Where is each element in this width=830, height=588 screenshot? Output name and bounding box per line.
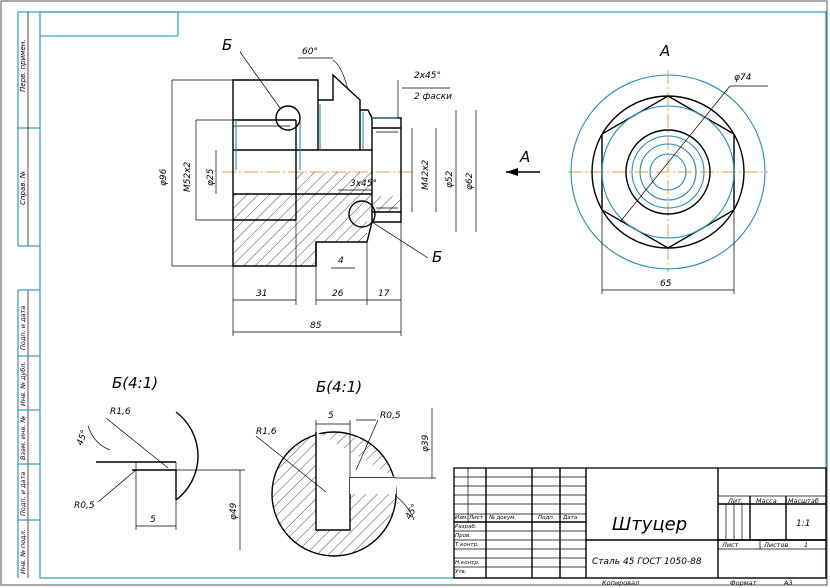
tb-format-value: A3 <box>783 579 793 587</box>
tb-copied: Копировал <box>602 579 639 587</box>
strip-label-repl-inv: Взам. инв. № <box>19 416 27 460</box>
dim-thread-m52: M52x2 <box>183 161 193 192</box>
view-arrow-icon <box>506 168 518 176</box>
strip-label-sign-date-2: Подп. и дата <box>19 472 27 516</box>
tb-col-lit: Лит. <box>727 497 743 505</box>
detail-2-angle: 45° <box>404 503 421 522</box>
detail-view-1: Б(4:1) 5 R1,6 45° R0,5 φ49 <box>74 374 245 550</box>
detail-mark-circle-lower <box>348 200 376 228</box>
tb-col-sign: Подп. <box>538 515 555 521</box>
detail-2-r16: R1,6 <box>256 427 277 437</box>
left-strip: Перв. примен. Справ. № Подп. и дата Инв.… <box>17 11 40 578</box>
end-view-label: А <box>659 42 670 60</box>
tb-sheets-label: Листов <box>763 541 788 549</box>
tb-part-name: Штуцер <box>612 514 687 535</box>
dim-len-85: 85 <box>310 321 322 331</box>
detail-1-dia-49: φ49 <box>229 502 239 520</box>
strip-label-ref-no: Справ. № <box>19 171 27 205</box>
detail-1-r05: R0,5 <box>74 501 95 511</box>
detail-2-r05: R0,5 <box>380 411 401 421</box>
dim-len-26: 26 <box>332 289 344 299</box>
detail-2-title: Б(4:1) <box>316 378 362 396</box>
strip-label-first-use: Перв. примен. <box>19 39 27 92</box>
tb-col-sheet: Лист <box>468 515 484 521</box>
tb-staff-tcontr: Т.контр. <box>455 542 479 548</box>
dim-dia-74: φ74 <box>734 73 752 83</box>
detail-1-r16: R1,6 <box>110 407 131 417</box>
detail-view-2: Б(4:1) 5 R0,5 R1,6 φ39 45° <box>255 378 436 557</box>
dim-chamfer-2: 3x45° <box>350 179 377 189</box>
strip-label-sign-date-1: Подп. и дата <box>19 306 27 350</box>
tb-staff-dev: Разраб. <box>455 524 477 530</box>
end-view: А φ74 65 <box>568 42 768 294</box>
dim-chamfer-note: 2 фаски <box>414 92 452 102</box>
detail-mark-label-lower: Б <box>432 248 442 266</box>
dim-chamfer-1: 2x45° <box>414 71 441 81</box>
detail-1-len-5: 5 <box>150 515 156 525</box>
tb-sheet-label: Лист <box>721 541 739 549</box>
outer-circle <box>570 74 766 270</box>
tb-staff-ncontr: Н.контр. <box>455 560 480 566</box>
tb-col-date: Дата <box>562 515 578 521</box>
detail-mark-circle-upper <box>275 105 301 131</box>
hexagon-outline <box>601 95 735 249</box>
detail-2-dia-39: φ39 <box>421 434 431 452</box>
detail-1-angle: 45° <box>75 429 90 447</box>
tb-material: Сталь 45 ГОСТ 1050-88 <box>592 557 702 567</box>
dim-chamfer-angle: 60° <box>302 47 318 57</box>
tb-sheets-value: 1 <box>804 541 808 549</box>
dim-dia-62: φ62 <box>465 172 475 190</box>
tb-col-scale: Масштаб <box>788 497 819 505</box>
tb-col-doc: № докум. <box>488 515 516 521</box>
strip-label-dup-inv: Инв. № дубл. <box>19 362 27 406</box>
detail-2-len-5: 5 <box>328 411 334 421</box>
tb-staff-check: Пров. <box>455 533 471 539</box>
tb-staff-approve: Утв. <box>455 569 467 575</box>
strip-label-orig-inv: Инв. № подл. <box>19 529 27 574</box>
dim-len-4: 4 <box>338 256 344 266</box>
tb-scale-value: 1:1 <box>796 519 810 529</box>
tb-format-label: Формат <box>730 579 757 587</box>
dim-len-31: 31 <box>256 289 267 299</box>
dim-across-flats: 65 <box>660 279 672 289</box>
view-arrow-label: А <box>519 148 530 166</box>
tb-col-change: Изм. <box>455 515 468 521</box>
detail-1-title: Б(4:1) <box>112 374 158 392</box>
main-section-view: Б Б 60° 2x45° 2 фаски φ96 M52x2 φ25 3x45… <box>159 36 540 336</box>
section-hatch <box>233 172 401 266</box>
detail-mark-label-upper: Б <box>222 36 232 54</box>
dim-len-17: 17 <box>378 289 390 299</box>
dim-dia-96: φ96 <box>159 168 169 186</box>
title-block: Изм. Лист № докум. Подп. Дата Разраб. Пр… <box>453 467 827 587</box>
dim-dia-52: φ52 <box>445 170 455 188</box>
dim-thread-m42: M42x2 <box>421 159 431 190</box>
tb-col-mass: Масса <box>756 497 777 505</box>
dim-dia-25: φ25 <box>206 168 216 186</box>
